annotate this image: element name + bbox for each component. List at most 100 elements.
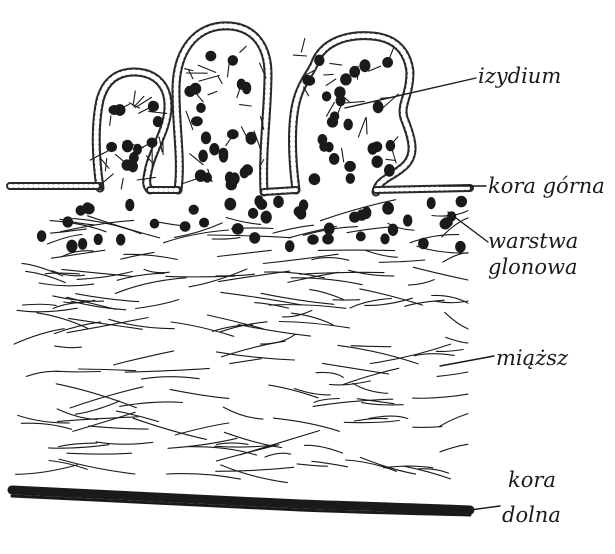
hypha-stroke (105, 159, 106, 171)
algal-cell (227, 129, 239, 139)
algal-cell (455, 241, 466, 253)
hypha-stroke (330, 63, 342, 65)
algal-cell (324, 223, 335, 236)
hypha-stroke (240, 46, 246, 52)
algal-cell (66, 240, 77, 253)
algal-cell (240, 167, 249, 178)
hypha-stroke (312, 258, 349, 261)
algal-cell (198, 150, 208, 163)
algal-cell (246, 132, 257, 145)
hypha-stroke (338, 345, 418, 364)
algal-cell (78, 238, 87, 250)
algal-cell (349, 212, 360, 223)
algal-cell (373, 101, 384, 113)
hypha-stroke (410, 235, 459, 243)
hypha-stroke (58, 417, 138, 422)
hypha-stroke (189, 269, 247, 287)
algal-cell (189, 205, 199, 215)
hypha-stroke (379, 260, 425, 262)
hypha-stroke (120, 402, 183, 406)
algal-cell (209, 143, 219, 155)
algal-cell (440, 219, 451, 230)
hypha-stroke (189, 70, 193, 79)
hypha-stroke (326, 79, 336, 85)
algal-cell (273, 196, 284, 208)
hypha-stroke (133, 91, 135, 105)
algal-cell (133, 144, 142, 155)
label-izydium: izydium (478, 64, 561, 88)
hypha-stroke (136, 300, 179, 309)
hypha-stroke (314, 399, 340, 403)
hypha-stroke (445, 312, 468, 329)
hypha-stroke (323, 363, 389, 374)
hypha-stroke (279, 322, 349, 328)
hypha-stroke (103, 174, 114, 183)
hypha-stroke (171, 322, 234, 336)
lower-cortex (12, 490, 470, 515)
algal-cell (63, 216, 74, 227)
algal-cell (148, 101, 158, 112)
hypha-stroke (261, 293, 334, 304)
algal-cell (334, 86, 345, 98)
algal-cell (106, 142, 117, 152)
algal-cell (322, 234, 334, 245)
hypha-stroke (109, 319, 175, 328)
hypha-stroke (293, 55, 306, 56)
hypha-stroke (353, 383, 388, 393)
hypha-stroke (115, 154, 124, 161)
algal-cell (191, 116, 203, 126)
algal-cell (362, 207, 371, 219)
algal-cell (384, 164, 395, 177)
hypha-stroke (39, 283, 94, 286)
label-miazsz: miąższ (496, 346, 569, 370)
hypha-stroke (167, 474, 241, 480)
hypha-stroke (443, 253, 468, 262)
hypha-stroke (440, 444, 468, 452)
hypha-stroke (360, 289, 423, 305)
hypha-stroke (240, 105, 252, 106)
label-kora-dolna-line1: kora (508, 468, 556, 492)
hypha-stroke (342, 148, 344, 162)
hypha-stroke (59, 443, 97, 447)
algal-cell (196, 103, 206, 113)
algal-cell (359, 59, 370, 72)
algal-cell (382, 57, 393, 68)
algal-cell (205, 51, 216, 62)
algal-cell (261, 211, 272, 224)
hypha-stroke (117, 273, 164, 280)
hypha-stroke (345, 101, 364, 103)
hypha-stroke (164, 230, 229, 243)
algal-cell (382, 202, 394, 215)
hypha-stroke (121, 178, 123, 189)
hypha-stroke (358, 118, 365, 137)
hypha-stroke (318, 250, 394, 251)
hypha-stroke (344, 421, 399, 423)
hypha-stroke (218, 250, 272, 256)
hypha-stroke (221, 465, 288, 483)
hypha-stroke (17, 308, 77, 312)
hypha-stroke (110, 116, 111, 126)
algal-cell (201, 132, 211, 145)
hypha-stroke (413, 427, 442, 428)
algal-cell (285, 240, 295, 252)
algal-cell (203, 173, 212, 183)
algal-cell (83, 203, 95, 214)
hypha-stroke (144, 269, 169, 272)
hypha-stroke (324, 74, 334, 75)
algal-cell (228, 55, 238, 66)
hypha-stroke (76, 401, 120, 414)
leader-lines (345, 78, 500, 510)
hypha-stroke (218, 76, 222, 84)
algal-cell (125, 199, 134, 211)
hypha-stroke (369, 66, 381, 71)
hypha-stroke (216, 274, 255, 276)
hypha-stroke (21, 423, 71, 429)
label-kora-gorna: kora górna (488, 174, 605, 198)
algal-cell (388, 224, 398, 236)
algal-cell (219, 148, 229, 159)
hypha-stroke (366, 251, 397, 258)
hypha-stroke (228, 62, 230, 77)
hypha-stroke (316, 372, 343, 377)
algal-cell (372, 156, 383, 168)
algal-cell (386, 140, 396, 151)
